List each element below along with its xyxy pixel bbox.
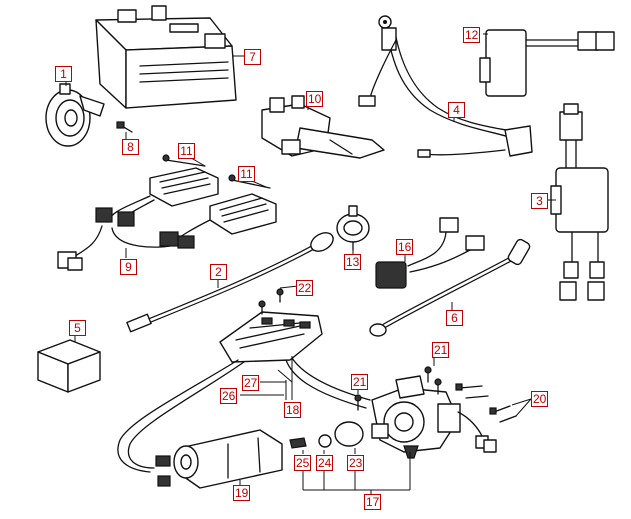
callout-8: 8	[122, 139, 139, 155]
callout-21-right: 21	[432, 342, 450, 358]
callout-11-lower: 11	[238, 166, 255, 182]
regulator-harness	[57, 195, 211, 271]
callout-2: 2	[210, 264, 227, 280]
callout-26: 26	[220, 388, 238, 404]
dowel-pin	[289, 437, 307, 449]
starter-relay	[261, 95, 385, 159]
relay-box	[37, 339, 101, 393]
starter-motor	[155, 429, 283, 489]
magneto-assembly	[371, 375, 483, 459]
horn	[45, 83, 105, 147]
callout-25: 25	[294, 455, 312, 471]
callout-23: 23	[347, 455, 365, 471]
horn-screw	[116, 121, 133, 133]
o-ring	[318, 434, 332, 448]
callout-7: 7	[244, 49, 261, 65]
callout-4: 4	[448, 102, 465, 118]
callout-1: 1	[55, 66, 72, 82]
bolt-set	[455, 383, 517, 453]
callout-17: 17	[364, 494, 382, 510]
ground-cable	[369, 238, 531, 337]
battery	[95, 5, 237, 109]
callout-3: 3	[531, 193, 548, 209]
callout-20: 20	[531, 391, 549, 407]
spark-plug-wire	[126, 232, 334, 333]
callout-16: 16	[396, 239, 414, 255]
crankcase-bolts	[354, 366, 442, 411]
callout-27: 27	[242, 375, 260, 391]
sealing-ring	[334, 421, 364, 447]
callout-18: 18	[284, 402, 302, 418]
callout-13: 13	[344, 254, 362, 270]
callout-5: 5	[69, 320, 86, 336]
callout-21-left: 21	[351, 374, 369, 390]
callout-22: 22	[296, 280, 314, 296]
callout-19: 19	[233, 485, 251, 501]
main-wiring-harness	[117, 311, 371, 473]
temperature-sensor	[336, 205, 370, 251]
callout-12: 12	[463, 27, 481, 43]
harness-screws	[258, 288, 284, 315]
callout-9: 9	[120, 259, 137, 275]
callout-24: 24	[316, 455, 334, 471]
callout-10: 10	[306, 91, 324, 107]
voltage-regulators	[149, 154, 277, 235]
callout-11-upper: 11	[178, 143, 195, 159]
callout-6: 6	[446, 310, 463, 326]
rectifier-unit	[479, 29, 615, 97]
sub-harness	[375, 217, 485, 289]
cdi-unit	[550, 103, 609, 301]
battery-cable	[358, 15, 533, 158]
